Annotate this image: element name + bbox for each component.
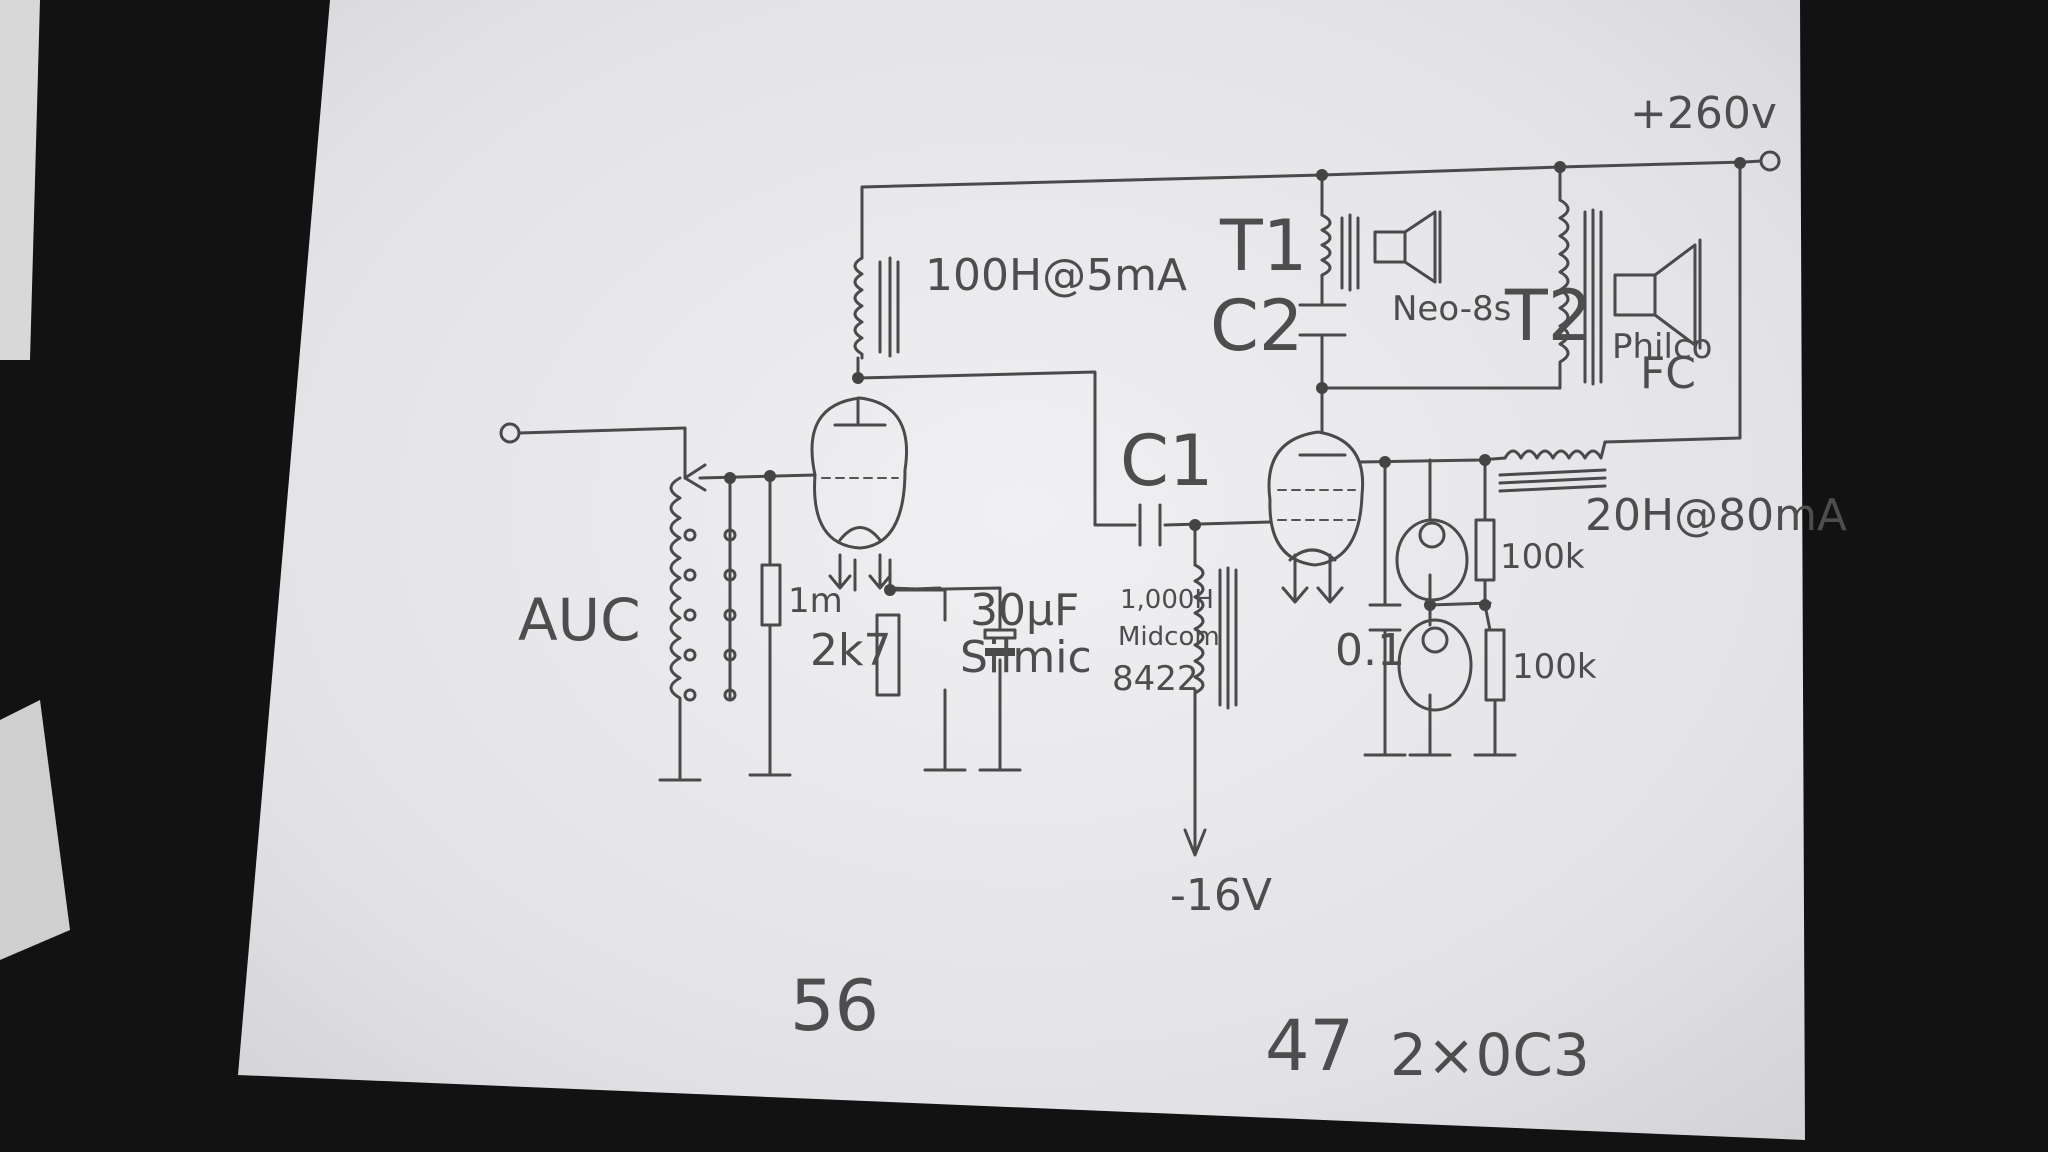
capacitor-30uf xyxy=(983,628,1017,656)
paper-sheet xyxy=(238,0,1805,1140)
label-choke-20h: 20H@80mA xyxy=(1585,490,1847,541)
resistor-2k7 xyxy=(875,613,901,697)
transformer-t1 xyxy=(1320,213,1360,292)
label-c1: C1 xyxy=(1120,420,1213,502)
left-paper-edge xyxy=(0,0,40,360)
label-2k7: 2k7 xyxy=(810,625,891,676)
label-silmic: Silmic xyxy=(960,632,1092,683)
label-supply: +260v xyxy=(1630,88,1777,139)
label-30uf: 30μF xyxy=(970,585,1079,636)
resistor-100k-lower xyxy=(1484,628,1506,702)
transformer-t2 xyxy=(1558,198,1603,386)
tube-56 xyxy=(810,396,908,550)
speaker-icon-large xyxy=(1613,238,1702,350)
label-midcom-3: 8422 xyxy=(1112,659,1199,699)
speaker-icon xyxy=(1373,210,1442,284)
resistor-1m xyxy=(760,563,782,627)
capacitor-c2 xyxy=(1298,303,1347,337)
junction-dots xyxy=(724,157,1746,611)
label-tube-0c3: 2×0C3 xyxy=(1390,1021,1590,1089)
tube-0c3-lower xyxy=(1397,618,1473,712)
label-cap-0-1: 0.1 xyxy=(1335,625,1405,676)
label-tube-56: 56 xyxy=(790,965,879,1047)
label-fc: FC xyxy=(1640,348,1696,399)
label-tube-47: 47 xyxy=(1265,1005,1354,1087)
label-100k-lower: 100k xyxy=(1512,647,1597,687)
capacitor-0-1 xyxy=(1368,603,1402,632)
label-bias: -16V xyxy=(1170,870,1272,921)
label-c2: C2 xyxy=(1210,285,1303,367)
choke-20h xyxy=(1498,440,1607,493)
choke-midcom xyxy=(1193,563,1238,710)
tube-0c3-upper xyxy=(1395,518,1469,602)
capacitor-c1 xyxy=(1138,503,1162,547)
label-midcom-1: 1,000H xyxy=(1120,585,1214,615)
auc-coil xyxy=(669,476,737,702)
label-t1: T1 xyxy=(1219,205,1307,287)
label-100k-upper: 100k xyxy=(1500,537,1585,577)
label-1m: 1m xyxy=(788,581,843,621)
tube-47 xyxy=(1267,430,1365,567)
label-choke-100h: 100H@5mA xyxy=(925,250,1187,301)
label-midcom-2: Midcom xyxy=(1118,622,1220,652)
left-paper-corner xyxy=(0,700,70,960)
label-t2: T2 xyxy=(1504,275,1592,357)
label-neo: Neo-8s xyxy=(1392,289,1511,329)
choke-100h xyxy=(853,256,900,360)
resistor-100k-upper xyxy=(1474,518,1496,582)
label-auc: AUC xyxy=(518,586,641,654)
label-philco: Philco xyxy=(1612,327,1712,367)
